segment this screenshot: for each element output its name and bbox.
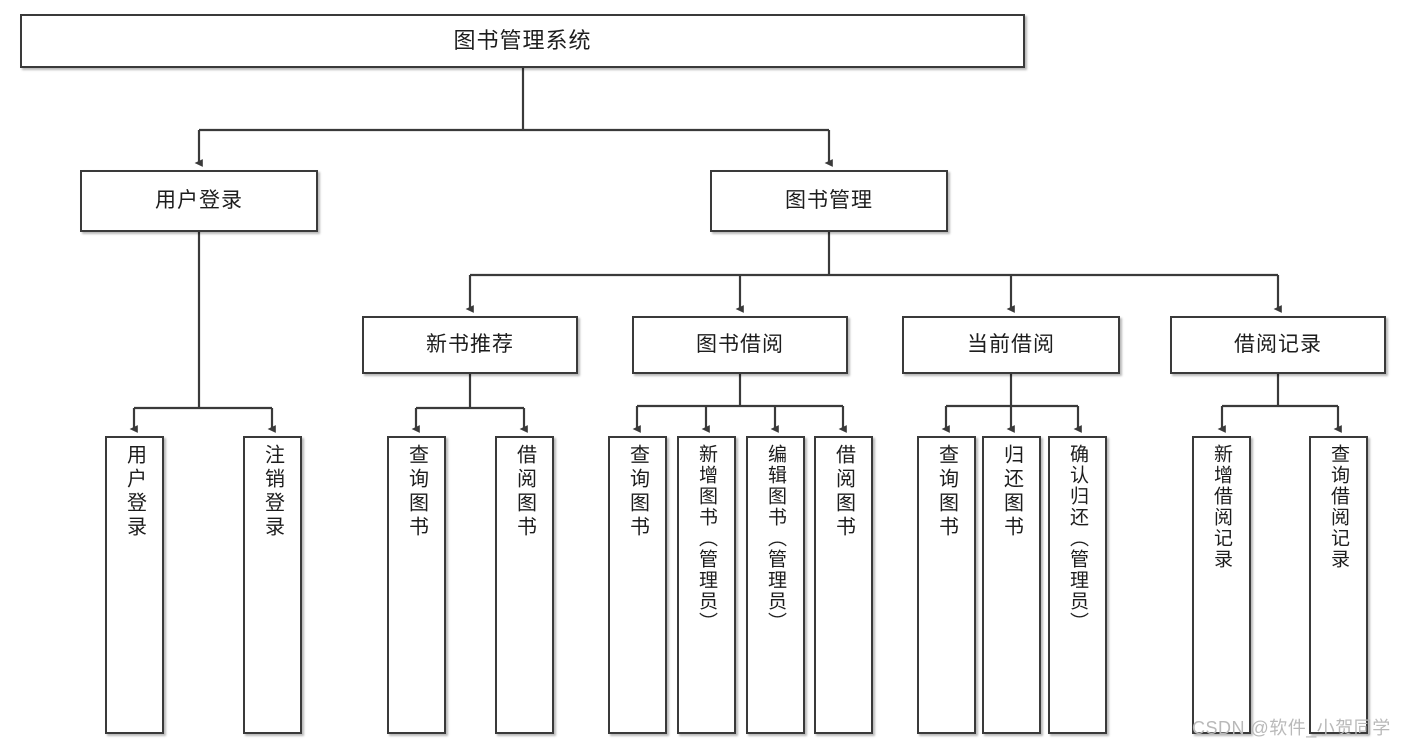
node-label: 借阅图书 xyxy=(832,444,855,540)
node-borrow-records[interactable]: 借阅记录 xyxy=(1170,316,1386,374)
leaf-query-books-new[interactable]: 查询图书 xyxy=(387,436,446,734)
watermark: CSDN @软件_小贺同学 xyxy=(1192,718,1391,738)
node-label: 注销登录 xyxy=(261,444,284,540)
node-label: 用户登录 xyxy=(155,189,243,213)
node-label: 确认归还（管理员） xyxy=(1067,444,1088,633)
node-label: 编辑图书（管理员） xyxy=(765,444,786,633)
leaf-query-books-borrow[interactable]: 查询图书 xyxy=(608,436,667,734)
leaf-user-logout[interactable]: 注销登录 xyxy=(243,436,302,734)
node-label: 用户登录 xyxy=(123,444,146,540)
node-label: 新书推荐 xyxy=(426,333,514,357)
node-label: 查询借阅记录 xyxy=(1328,444,1349,570)
leaf-add-book-admin[interactable]: 新增图书（管理员） xyxy=(677,436,736,734)
node-label: 图书管理系统 xyxy=(453,27,592,53)
node-label: 归还图书 xyxy=(1000,444,1023,540)
leaf-confirm-return-admin[interactable]: 确认归还（管理员） xyxy=(1048,436,1107,734)
leaf-query-books-current[interactable]: 查询图书 xyxy=(917,436,976,734)
node-label: 图书管理 xyxy=(785,189,873,213)
node-current-borrow[interactable]: 当前借阅 xyxy=(902,316,1120,374)
node-label: 借阅记录 xyxy=(1234,333,1322,357)
leaf-borrow-books[interactable]: 借阅图书 xyxy=(814,436,873,734)
node-book-management[interactable]: 图书管理 xyxy=(710,170,948,232)
node-label: 查询图书 xyxy=(405,444,428,540)
leaf-return-books[interactable]: 归还图书 xyxy=(982,436,1041,734)
node-new-book-recommend[interactable]: 新书推荐 xyxy=(362,316,578,374)
node-user-login[interactable]: 用户登录 xyxy=(80,170,318,232)
leaf-edit-book-admin[interactable]: 编辑图书（管理员） xyxy=(746,436,805,734)
node-label: 查询图书 xyxy=(935,444,958,540)
leaf-query-borrow-record[interactable]: 查询借阅记录 xyxy=(1309,436,1368,734)
node-label: 查询图书 xyxy=(626,444,649,540)
leaf-add-borrow-record[interactable]: 新增借阅记录 xyxy=(1192,436,1251,734)
node-label: 新增借阅记录 xyxy=(1211,444,1232,570)
node-label: 新增图书（管理员） xyxy=(696,444,717,633)
leaf-borrow-books-new[interactable]: 借阅图书 xyxy=(495,436,554,734)
node-label: 图书借阅 xyxy=(696,333,784,357)
node-book-borrow[interactable]: 图书借阅 xyxy=(632,316,848,374)
node-root-system[interactable]: 图书管理系统 xyxy=(20,14,1025,68)
node-label: 当前借阅 xyxy=(967,333,1055,357)
node-label: 借阅图书 xyxy=(513,444,536,540)
leaf-user-login[interactable]: 用户登录 xyxy=(105,436,164,734)
